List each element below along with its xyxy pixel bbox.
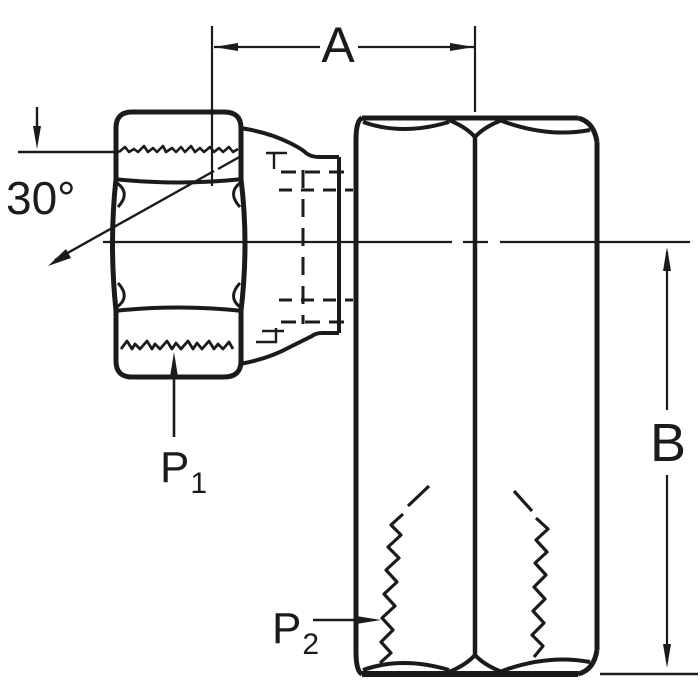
nut-left-edge [110, 178, 119, 312]
nut-facet [116, 181, 126, 209]
dimension-b-label: B [650, 413, 686, 473]
arrowhead-right [450, 43, 474, 51]
chamfer-curve [473, 653, 503, 674]
port2-callout: P2 [272, 604, 381, 661]
hex-body [353, 115, 600, 677]
port1-arrowhead [170, 352, 178, 377]
sleeve-bottom-profile [239, 331, 339, 366]
nut-thread-crest-bottom [119, 339, 235, 351]
port2-symbol: P [272, 604, 301, 653]
pointer-arrowhead [33, 126, 41, 149]
chamfer-curve [501, 657, 591, 673]
flare-sleeve [239, 126, 341, 366]
body-top-right-corner [577, 115, 600, 143]
flare-angle-label: 30° [6, 172, 76, 224]
chamfer-curve [448, 653, 477, 674]
dimension-b: B [600, 247, 698, 676]
port2-arrowhead [356, 616, 381, 624]
port2-subscript: 2 [302, 628, 319, 661]
nut-top-face-outline [113, 109, 244, 182]
chamfer-curve [473, 118, 503, 139]
nut-thread-crest-top [118, 144, 239, 154]
port1-subscript: 1 [190, 467, 207, 500]
thread-lead-dash [512, 489, 534, 513]
internal-thread-zigzag-left [378, 512, 405, 665]
chamfer-curve [501, 119, 591, 135]
angle-callout: 30° [6, 153, 244, 266]
internal-threads [378, 484, 550, 665]
nut-face-line-upper [113, 177, 244, 185]
angle-leader-dash [217, 153, 244, 171]
nut-facet [116, 281, 126, 309]
internal-thread-zigzag-right [530, 516, 550, 659]
nut-facet [232, 281, 242, 309]
nut-facet [232, 181, 242, 209]
sleeve-step-tick-bottom [256, 328, 278, 344]
body-top-left-corner [353, 115, 364, 141]
hidden-thread-lines [279, 170, 353, 324]
arrowhead-down [663, 644, 671, 668]
arrowhead-up [663, 247, 671, 271]
sleeve-top-profile [239, 126, 339, 159]
thread-lead-dash [406, 484, 431, 508]
chamfer-curve [362, 120, 450, 131]
dimension-a: A [210, 17, 477, 186]
body-bottom-left-corner [353, 651, 364, 677]
port2-label: P2 [272, 604, 319, 661]
thread-depth-pointer [33, 107, 41, 149]
angle-arrowhead [48, 249, 71, 266]
port1-symbol: P [160, 443, 189, 492]
chamfer-curve [448, 118, 477, 139]
chamfer-curve [362, 661, 450, 672]
port1-label: P1 [160, 443, 207, 500]
nut-face-line-lower [113, 305, 244, 313]
dimension-a-label: A [321, 17, 355, 73]
body-bottom-right-corner [577, 649, 600, 677]
angle-leader-line [54, 169, 215, 262]
port1-callout: P1 [160, 352, 207, 500]
arrowhead-left [214, 43, 238, 51]
nut-right-edge [238, 178, 248, 312]
